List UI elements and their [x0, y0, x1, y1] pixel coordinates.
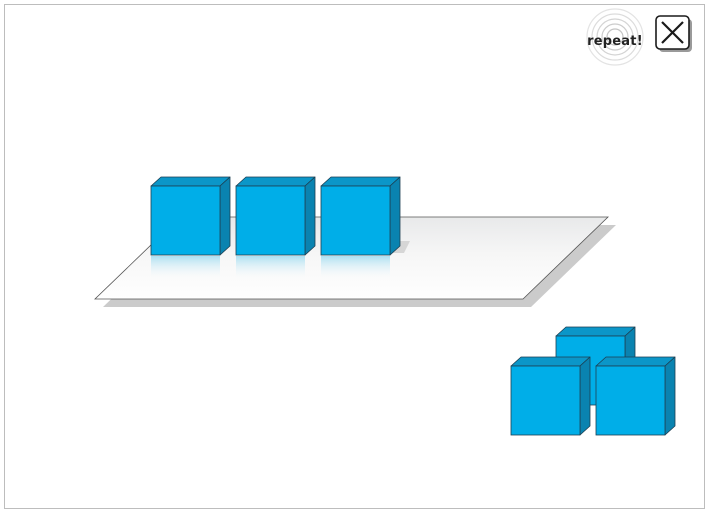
- loose-cube-2[interactable]: [510, 356, 591, 436]
- tray-cube-3[interactable]: [320, 176, 410, 280]
- cube-front-face: [510, 365, 581, 436]
- cube-front-face: [235, 185, 306, 256]
- cube-top-face: [595, 356, 676, 367]
- cube-side-face: [219, 176, 231, 256]
- loose-cube-group: [510, 326, 676, 436]
- close-x-icon: [655, 15, 692, 52]
- cube-side-face: [579, 356, 591, 436]
- cube-side-face: [389, 176, 401, 256]
- cube-reflection: [151, 256, 220, 280]
- cube-reflection: [236, 256, 305, 280]
- cube-reflection: [321, 256, 390, 280]
- repeat-button[interactable]: repeat!: [585, 8, 645, 66]
- loose-cube-3[interactable]: [595, 356, 676, 436]
- repeat-label: repeat!: [587, 34, 643, 49]
- cube-front-face: [320, 185, 391, 256]
- tray-cube-1[interactable]: [150, 176, 231, 280]
- cube-front-face: [595, 365, 666, 436]
- sound-rings-icon: [586, 8, 644, 66]
- tray-cube-group: [150, 176, 410, 280]
- tray-cube-2[interactable]: [235, 176, 316, 280]
- cube-top-face: [555, 326, 636, 337]
- cube-top-face: [150, 176, 231, 187]
- cube-front-face: [150, 185, 221, 256]
- cube-side-face: [664, 356, 676, 436]
- cube-top-face: [320, 176, 401, 187]
- cube-side-face: [304, 176, 316, 256]
- cube-top-face: [510, 356, 591, 367]
- cube-top-face: [235, 176, 316, 187]
- close-button[interactable]: [655, 15, 693, 53]
